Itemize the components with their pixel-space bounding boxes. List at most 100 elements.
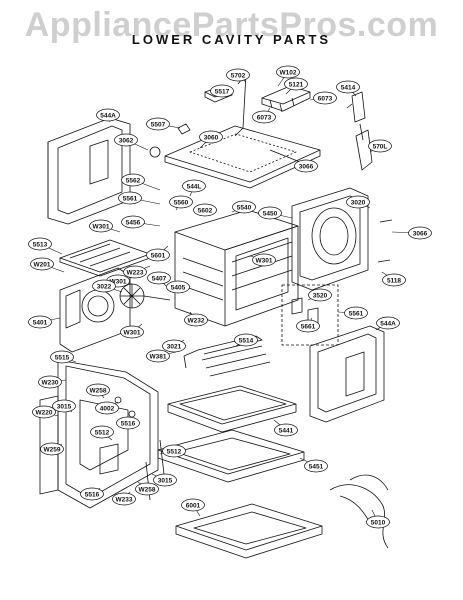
callout-5516b: 5516 (80, 487, 104, 501)
callout-w301d: W301 (120, 323, 144, 339)
callout-3066b: 3066 (391, 226, 432, 240)
small-hardware (114, 219, 393, 501)
callout-w258b: W258 (135, 481, 159, 496)
callout-5560: 5560 (169, 195, 193, 211)
bake-element (183, 335, 271, 377)
callout-5118: 5118 (381, 271, 406, 287)
callout-bubble (112, 492, 136, 506)
left-side-panel (47, 117, 131, 225)
callout-544a-right: 544A (375, 316, 400, 331)
part-5507 (177, 123, 191, 135)
part-544a-right (309, 325, 385, 423)
callout-label: W201 (34, 261, 51, 268)
callout-bubble (252, 253, 276, 267)
callout-bubble (296, 319, 320, 333)
callout-bubble (210, 84, 234, 98)
callout-bubble (274, 423, 298, 437)
callout-label: 5405 (171, 284, 186, 291)
callout-3066a: 3066 (294, 159, 318, 173)
callout-label: 3520 (313, 292, 328, 299)
callout-bubble (368, 139, 392, 153)
callout-label: 5561 (349, 310, 364, 317)
callout-4002: 4002 (95, 401, 119, 415)
lower-door (39, 359, 159, 509)
callout-w223: W223 (123, 265, 151, 279)
callout-5401: 5401 (28, 315, 61, 329)
callout-bubble (344, 306, 368, 320)
callout-bubble (50, 350, 74, 364)
callout-5513: 5513 (28, 237, 63, 255)
callout-bubble (40, 442, 64, 456)
callout-label: 3060 (204, 134, 219, 141)
callout-label: W258 (90, 387, 107, 394)
callout-bubble (169, 195, 193, 209)
callout-label: W301 (93, 223, 110, 230)
wire-harness (329, 474, 389, 549)
bottom-panel (157, 429, 305, 483)
callout-bubble (252, 110, 276, 124)
callout-bubble (258, 206, 282, 220)
callout-bubble (96, 108, 120, 122)
drip-tray (167, 385, 297, 433)
callout-bubble (313, 91, 337, 105)
callout-label: 5512 (95, 429, 110, 436)
callout-bubble (376, 316, 400, 330)
callout-5661: 5661 (296, 317, 320, 333)
callout-bubble (199, 130, 223, 144)
callout-5702: 5702 (226, 68, 250, 83)
callout-bubble (120, 325, 144, 339)
callout-5456: 5456 (121, 215, 161, 229)
callout-label: 5515 (55, 354, 70, 361)
callout-label: W230 (42, 379, 59, 386)
callout-label: W301 (256, 257, 273, 264)
callout-label: 5401 (33, 319, 48, 326)
callout-bubble (226, 68, 250, 82)
callout-w301b: W301 (249, 253, 276, 267)
callout-3022: 3022 (92, 279, 123, 293)
callout-bubble (90, 425, 114, 439)
callout-bubble (382, 273, 406, 287)
callout-bubble (162, 444, 186, 458)
callout-3020: 3020 (346, 195, 371, 209)
callout-5451: 5451 (299, 457, 328, 473)
right-side-panel (309, 325, 385, 423)
callout-label: 5456 (126, 219, 141, 226)
callout-bubble (146, 117, 170, 131)
callout-label: W259 (44, 446, 61, 453)
callout-w102: W102 (276, 65, 300, 87)
callout-5601: 5601 (146, 245, 170, 262)
callout-6073a: 6073 (309, 91, 337, 105)
callout-label: 5561 (123, 195, 138, 202)
callout-544a-top: 544A (96, 108, 120, 123)
callout-label: 5661 (301, 323, 316, 330)
callout-5562: 5562 (121, 173, 161, 191)
callout-3021: 3021 (162, 339, 186, 353)
part-5450 (291, 187, 369, 291)
callout-5602: 5602 (193, 203, 217, 217)
callout-label: W220 (36, 409, 53, 416)
callout-6001: 6001 (181, 498, 205, 517)
callout-label: 3020 (351, 199, 366, 206)
callout-bubble (146, 349, 170, 363)
callout-bubble (276, 65, 300, 79)
callout-label: W102 (280, 69, 297, 76)
callout-label: 5601 (151, 252, 166, 259)
convection-fan (119, 283, 171, 309)
callout-bubble (304, 459, 328, 473)
callout-bubble (181, 498, 205, 512)
callout-label: W233 (116, 496, 133, 503)
callout-label: 5513 (33, 241, 48, 248)
callout-label: 5514 (239, 337, 254, 344)
callout-label: 3066 (299, 163, 314, 170)
callout-bubble (28, 315, 52, 329)
callout-bubble (116, 416, 140, 430)
callout-label: 5512 (167, 448, 182, 455)
callout-label: 544A (380, 320, 396, 327)
callout-w258a: W258 (86, 383, 110, 399)
callout-label: 3021 (167, 343, 182, 350)
oven-cavity (174, 209, 299, 327)
callout-bubble (121, 173, 145, 187)
callout-w301a: W301 (89, 219, 121, 233)
callout-bubble (193, 203, 217, 217)
